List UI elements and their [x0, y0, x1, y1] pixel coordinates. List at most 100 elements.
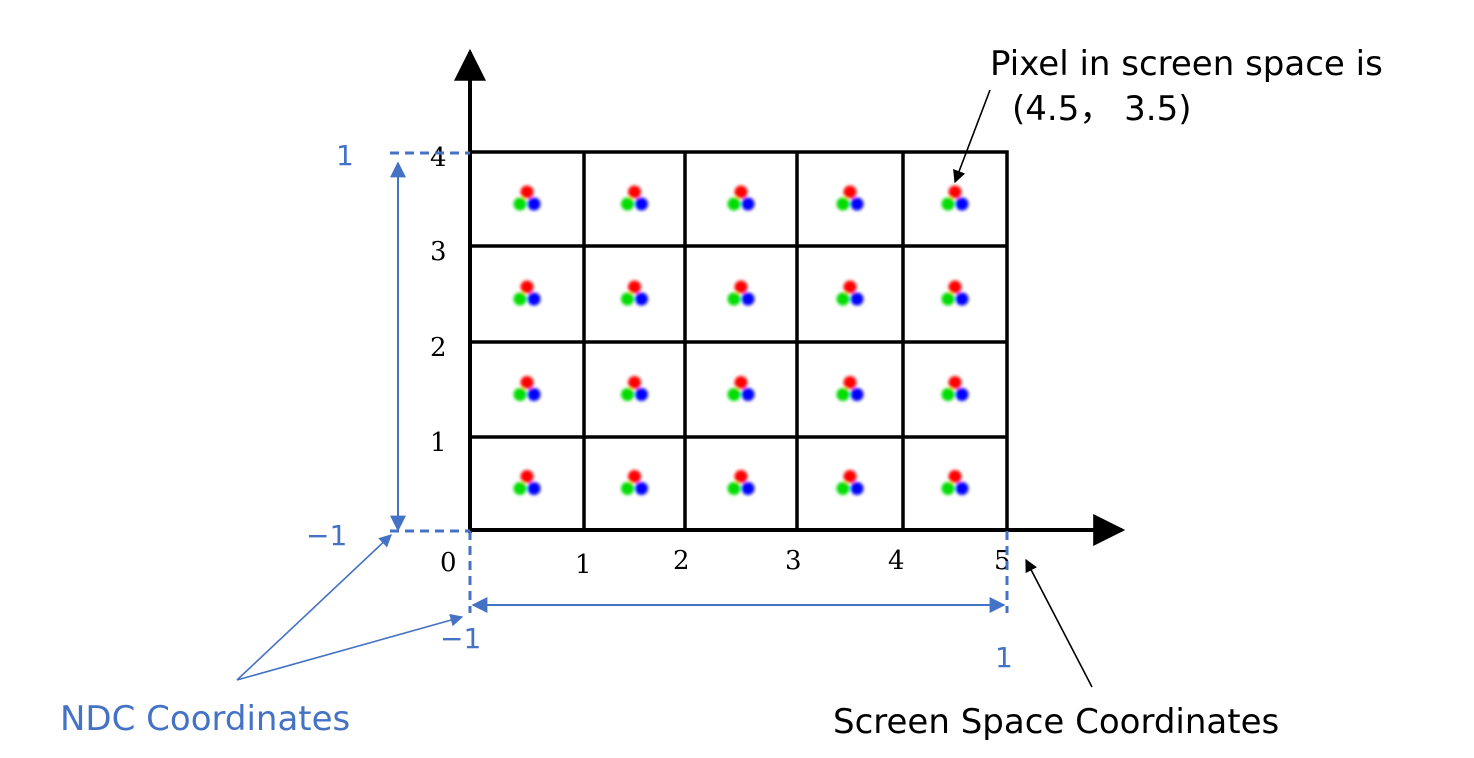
subpixel-green — [836, 197, 850, 211]
subpixel-blue — [741, 292, 755, 306]
subpixel-green — [727, 292, 741, 306]
subpixel-red — [734, 470, 748, 483]
y-tick-label: 2 — [430, 333, 447, 363]
ndc-y-bottom-label: −1 — [306, 519, 347, 552]
screen-callout-arrow — [1025, 558, 1093, 688]
subpixel-red — [734, 280, 748, 294]
ndc-y-top-label: 1 — [336, 139, 354, 172]
pixel-subpixel-triad — [513, 376, 541, 401]
subpixel-red — [628, 470, 641, 483]
pixel-subpixel-triad — [621, 185, 648, 211]
subpixel-red — [520, 185, 534, 199]
subpixel-green — [727, 197, 741, 211]
subpixel-blue — [850, 292, 864, 306]
pixel-grid — [468, 150, 1009, 532]
pixel-subpixel-triad — [836, 185, 864, 211]
subpixel-green — [621, 388, 634, 401]
subpixel-red — [948, 470, 962, 483]
subpixel-layer — [513, 185, 969, 495]
subpixel-blue — [955, 482, 969, 495]
pixel-subpixel-triad — [727, 280, 755, 306]
subpixel-red — [843, 280, 857, 294]
pixel-subpixel-triad — [513, 185, 541, 211]
subpixel-green — [621, 292, 634, 306]
subpixel-green — [941, 292, 955, 306]
y-tick-label: 4 — [430, 143, 447, 173]
ndc-guides — [390, 151, 1009, 613]
x-tick-label: 2 — [673, 546, 690, 576]
subpixel-green — [621, 482, 634, 495]
y-tick-label: 1 — [430, 428, 447, 458]
subpixel-blue — [635, 482, 648, 495]
pixel-subpixel-triad — [513, 280, 541, 306]
subpixel-blue — [741, 388, 755, 401]
subpixel-red — [628, 280, 641, 294]
pixel-subpixel-triad — [836, 470, 864, 495]
subpixel-red — [520, 376, 534, 389]
x-tick-label: 0 — [440, 548, 457, 578]
subpixel-blue — [635, 292, 648, 306]
ndc-callout-arrow — [236, 534, 392, 681]
subpixel-blue — [850, 197, 864, 211]
pixel-subpixel-triad — [513, 470, 541, 495]
subpixel-green — [941, 482, 955, 495]
subpixel-red — [628, 376, 641, 389]
subpixel-green — [836, 482, 850, 495]
subpixel-red — [843, 470, 857, 483]
pixel-subpixel-triad — [836, 280, 864, 306]
subpixel-green — [513, 388, 527, 401]
subpixel-blue — [527, 197, 541, 211]
subpixel-red — [734, 376, 748, 389]
x-tick-label: 3 — [785, 546, 802, 576]
y-tick-label: 3 — [430, 237, 447, 267]
subpixel-blue — [850, 388, 864, 401]
pixel-subpixel-triad — [727, 185, 755, 211]
subpixel-red — [520, 280, 534, 294]
pixel-subpixel-triad — [941, 185, 969, 211]
pixel-subpixel-triad — [621, 470, 648, 495]
subpixel-green — [836, 388, 850, 401]
subpixel-blue — [955, 197, 969, 211]
pixel-subpixel-triad — [727, 470, 755, 495]
subpixel-green — [513, 292, 527, 306]
subpixel-blue — [741, 197, 755, 211]
subpixel-green — [621, 197, 634, 211]
subpixel-green — [941, 197, 955, 211]
subpixel-red — [948, 376, 962, 389]
subpixel-red — [520, 470, 534, 483]
subpixel-blue — [850, 482, 864, 495]
pixel-subpixel-triad — [621, 280, 648, 306]
pixel-annotation-line1: Pixel in screen space is — [990, 44, 1383, 84]
ndc-x-right-label: 1 — [995, 641, 1013, 674]
subpixel-blue — [635, 197, 648, 211]
pixel-subpixel-triad — [941, 280, 969, 306]
x-tick-label: 4 — [888, 546, 905, 576]
x-tick-label: 1 — [575, 550, 592, 580]
subpixel-red — [948, 185, 962, 199]
subpixel-red — [628, 185, 641, 199]
pixel-subpixel-triad — [941, 470, 969, 495]
subpixel-red — [948, 280, 962, 294]
subpixel-green — [941, 388, 955, 401]
subpixel-blue — [955, 292, 969, 306]
subpixel-green — [513, 197, 527, 211]
pixel-annotation-arrow — [953, 89, 991, 184]
pixel-subpixel-triad — [941, 376, 969, 401]
ndc-coordinates-label: NDC Coordinates — [60, 699, 350, 739]
subpixel-blue — [527, 292, 541, 306]
ndc-callout-arrow — [236, 613, 464, 681]
subpixel-blue — [955, 388, 969, 401]
pixel-subpixel-triad — [621, 376, 648, 401]
pixel-subpixel-triad — [836, 376, 864, 401]
subpixel-blue — [527, 388, 541, 401]
subpixel-blue — [741, 482, 755, 495]
subpixel-red — [734, 185, 748, 199]
subpixel-red — [843, 376, 857, 389]
subpixel-blue — [527, 482, 541, 495]
subpixel-green — [836, 292, 850, 306]
subpixel-green — [513, 482, 527, 495]
pixel-subpixel-triad — [727, 376, 755, 401]
subpixel-green — [727, 482, 741, 495]
subpixel-blue — [635, 388, 648, 401]
